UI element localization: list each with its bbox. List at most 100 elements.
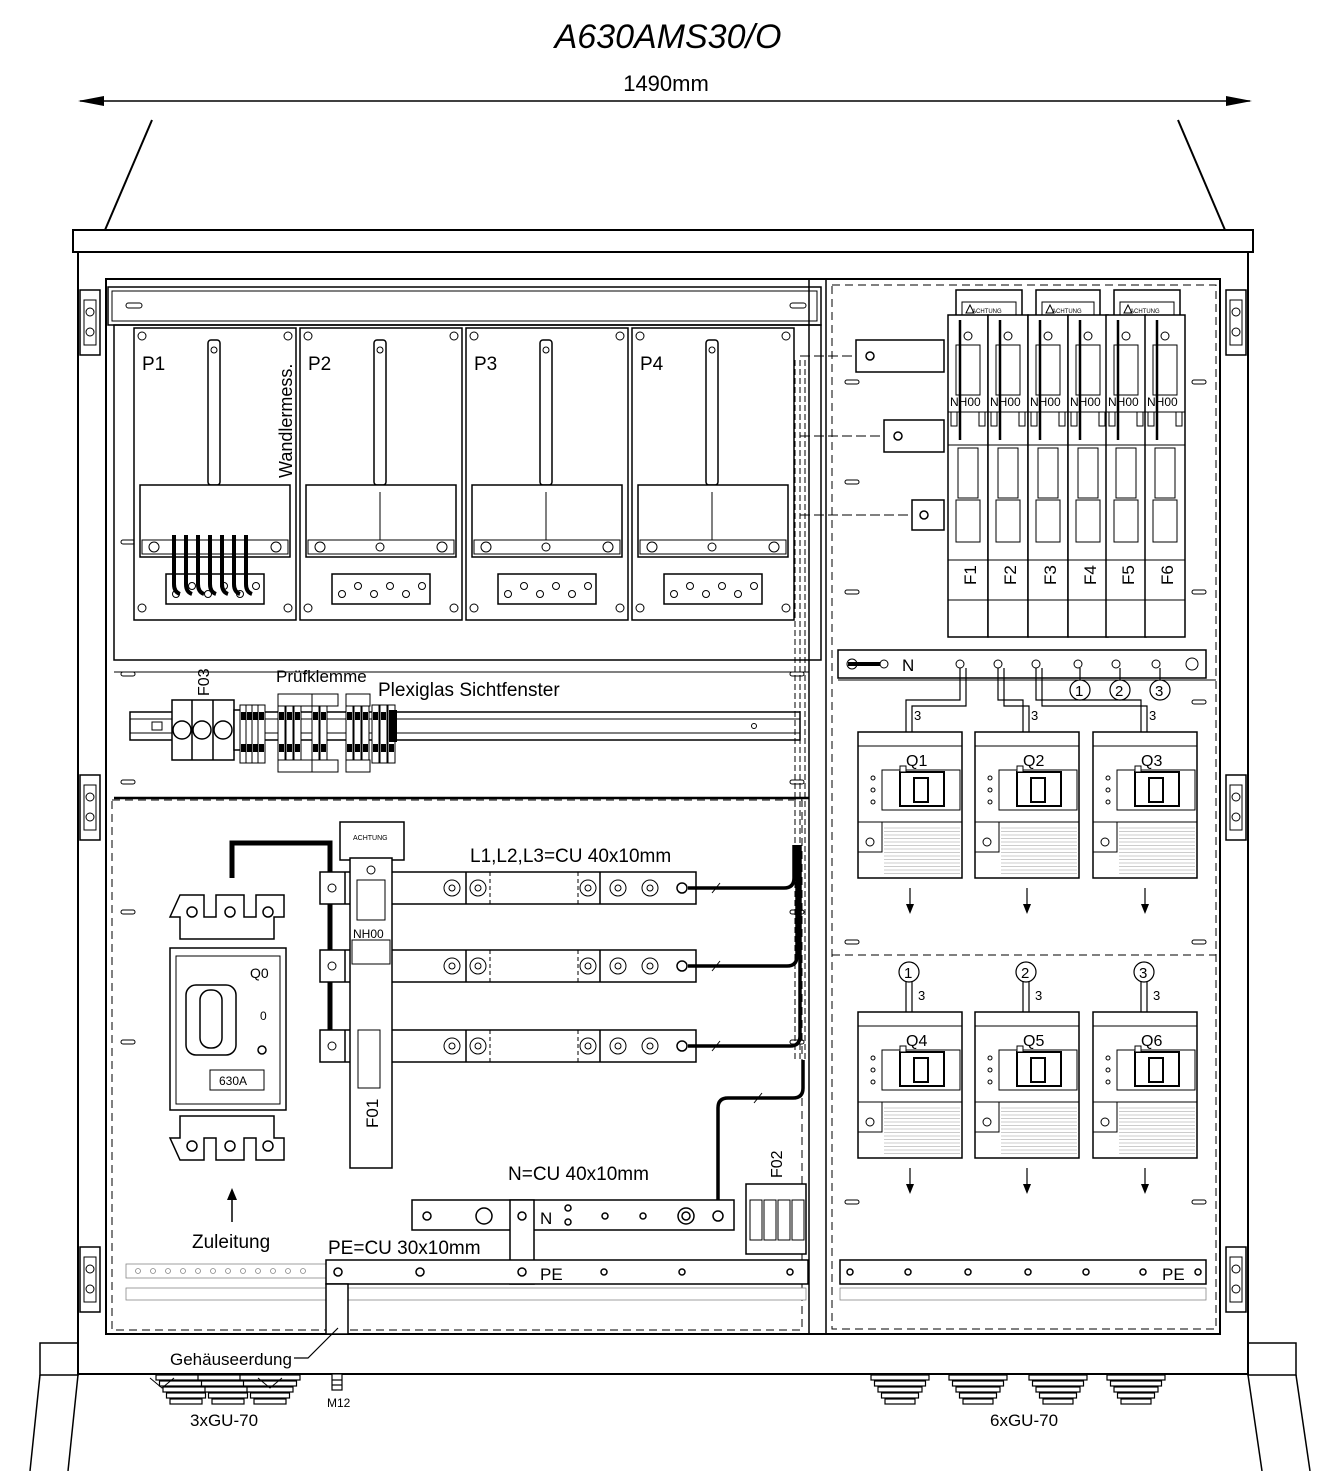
warning-icon (1123, 303, 1133, 314)
terminal-screw (375, 542, 385, 552)
meter-hook-screw (542, 346, 550, 354)
terminal-strip (307, 539, 455, 555)
breaker-handle (913, 1057, 929, 1083)
fuse-contact (950, 411, 958, 427)
breaker-front (1116, 1049, 1196, 1091)
panel-corner-screw (615, 603, 625, 613)
fuse-label: F2 (1001, 565, 1020, 585)
busbar-n-label: N=CU 40x10mm (508, 1164, 649, 1185)
pe-rail-holes (135, 1268, 306, 1274)
cable-glands (149, 1374, 1166, 1405)
connector-block (497, 573, 597, 605)
busbar-cable (688, 845, 802, 1048)
fuse-lower-window (1152, 499, 1178, 543)
test-terminal-clamp (295, 744, 300, 752)
gland-ring (870, 1374, 930, 1381)
breaker-led (987, 1067, 993, 1073)
gland-ring (162, 1386, 210, 1393)
cable-gland (870, 1374, 930, 1405)
connector-hole (252, 582, 260, 590)
panel-corner-screw (303, 603, 313, 613)
panel-corner-screw (449, 603, 459, 613)
fuse-window (1035, 344, 1061, 396)
meter-wire (172, 535, 181, 596)
gland-ring (1038, 1392, 1078, 1399)
terminal-block (471, 484, 623, 558)
pe-rail-hole (225, 1268, 231, 1274)
pruefklemme-label: Prüfklemme (276, 667, 367, 686)
fuse-window (955, 344, 981, 396)
gland-ring (1042, 1398, 1074, 1405)
breaker-terminal (858, 821, 883, 853)
busbar-bolt (579, 1037, 597, 1055)
fuse-nh00-label: NH00 (1030, 395, 1061, 409)
n-tap-wire (997, 668, 1024, 732)
fuse-lower-window (995, 499, 1021, 543)
fuse-label: F4 (1081, 565, 1100, 585)
fuse-screw (963, 331, 973, 341)
breaker-label: Q5 (1023, 1033, 1044, 1050)
meter-hook-screw (210, 346, 218, 354)
breaker-led (870, 1079, 876, 1085)
terminal-strip (141, 539, 289, 555)
fuse-strip-body (947, 314, 989, 638)
breaker-led (1105, 787, 1111, 793)
pe-rail-hole (240, 1268, 246, 1274)
connector-hole (552, 582, 560, 590)
breaker-handle (1030, 777, 1046, 803)
connector-hole (584, 582, 592, 590)
busbar-bolt-hole (646, 884, 654, 892)
meter-top-rail (107, 286, 822, 661)
cable-gland (239, 1374, 301, 1405)
pruefklemme-terminals (239, 693, 397, 773)
gland-left-label: 3xGU-70 (190, 1411, 258, 1430)
breaker-led (870, 1055, 876, 1061)
gland-zigzag (149, 1377, 283, 1389)
fuse-window (1152, 344, 1178, 396)
pe-rail-hole (210, 1268, 216, 1274)
gland-ring (211, 1398, 245, 1405)
terminal-screw (436, 541, 448, 553)
wire-count: 3 (1031, 708, 1038, 723)
n-busbar-n: N (540, 1209, 552, 1228)
connector-hole (386, 582, 394, 590)
warning-icon (1045, 303, 1055, 314)
busbar-bolt (609, 879, 627, 897)
busbar-hole (327, 1041, 337, 1051)
test-terminal-clamp (313, 744, 318, 752)
busbar-bolt-hole (584, 884, 592, 892)
meter-panel: P2 (299, 327, 463, 621)
meter-panel: P4 (631, 327, 795, 621)
cabinet-base (29, 1342, 1311, 1471)
breaker-label: Q1 (906, 753, 927, 770)
connector-block (663, 573, 763, 605)
busbar-bolt-hole (584, 962, 592, 970)
fuse-window (995, 344, 1021, 396)
circle-number: 3 (1155, 683, 1163, 700)
gland-right-label: 6xGU-70 (990, 1411, 1058, 1430)
busbar-hole (327, 883, 337, 893)
panel-corner-screw (635, 331, 645, 341)
breaker: Q13 (857, 668, 967, 914)
fuse-contact (1018, 411, 1026, 427)
panel-corner-screw (137, 603, 147, 613)
circle-number: 2 (1021, 965, 1029, 982)
connector-hole (718, 582, 726, 590)
gland-ring (249, 1392, 291, 1399)
terminal-screw (541, 542, 551, 552)
terminal-screw (314, 541, 326, 553)
test-terminal-clamp (363, 744, 368, 752)
gland-ring (880, 1392, 920, 1399)
busbar-bolt (641, 1037, 659, 1055)
busbar-bolt-hole (474, 962, 482, 970)
fuse-contact (1175, 411, 1183, 427)
busbar-bolt-hole (448, 962, 456, 970)
gland-ring (1116, 1392, 1156, 1399)
gland-ring (1120, 1398, 1152, 1405)
gland-ring (958, 1392, 998, 1399)
busbar-bolt (641, 879, 659, 897)
